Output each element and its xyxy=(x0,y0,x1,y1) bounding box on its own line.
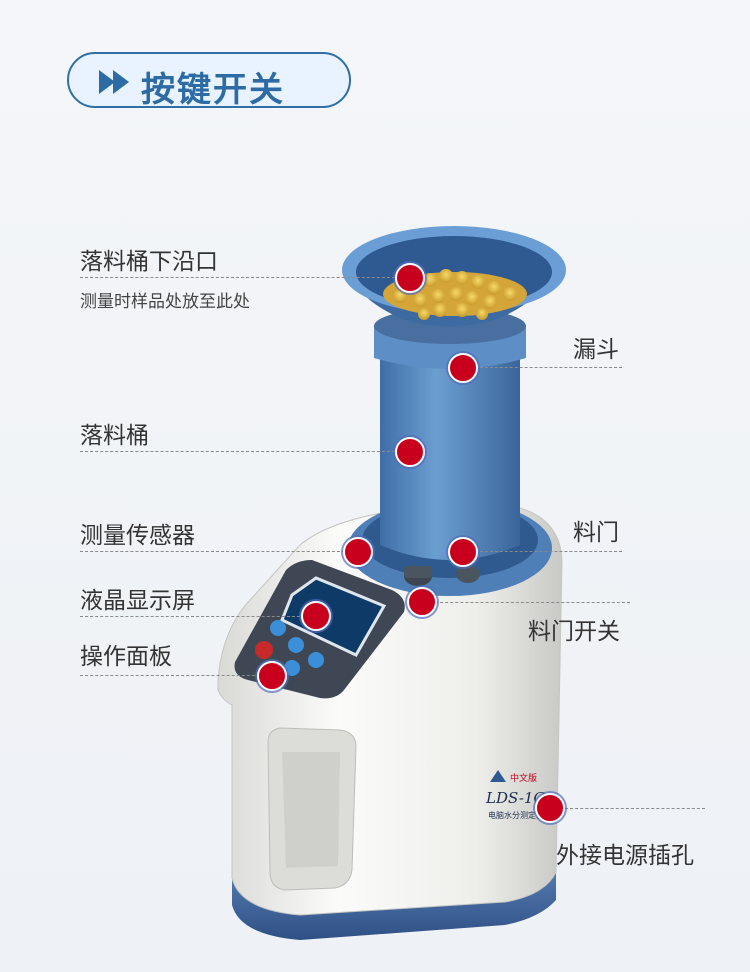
key-down-icon xyxy=(284,660,300,676)
label-gate-switch: 料门开关 xyxy=(528,619,620,645)
leader-gate-switch xyxy=(430,602,630,603)
callout-dot-gate xyxy=(448,537,478,567)
key-right-icon xyxy=(308,652,324,668)
leader-funnel xyxy=(470,367,622,368)
key-menu-icon xyxy=(270,620,286,636)
leader-drop-bucket xyxy=(80,451,400,452)
label-gate: 料门 xyxy=(573,520,619,546)
callout-dot-funnel xyxy=(448,353,478,383)
label-power-socket: 外接电源插孔 xyxy=(556,843,694,869)
sublabel-drop-bucket-rim: 测量时样品处放至此处 xyxy=(80,292,250,312)
drop-bucket-tube xyxy=(380,345,520,560)
product-name-text: 电脑水分测定仪 xyxy=(488,810,544,820)
key-up-icon xyxy=(288,637,304,653)
lcd-screen-shape xyxy=(280,576,387,657)
gate-knob-top xyxy=(404,566,432,578)
label-funnel: 漏斗 xyxy=(573,337,619,363)
callout-dot-drop-bucket-rim xyxy=(395,263,425,293)
callout-dot-gate-switch xyxy=(407,587,437,617)
label-drop-bucket-rim: 落料桶下沿口 xyxy=(80,249,218,275)
model-text: LDS-1G xyxy=(485,789,545,807)
leader-drop-bucket-rim xyxy=(80,277,400,278)
leader-power-socket xyxy=(565,808,705,809)
double-play-arrow-icon xyxy=(99,70,129,94)
callout-dot-lcd-screen xyxy=(301,601,331,631)
power-button-icon xyxy=(255,641,273,659)
leader-lcd-screen xyxy=(80,616,305,617)
brand-text: 中文版 xyxy=(510,772,537,784)
callout-dot-power-socket xyxy=(535,793,565,823)
section-header: 按键开关 xyxy=(67,52,351,110)
leader-measure-sensor xyxy=(80,551,345,552)
handle-inner xyxy=(282,752,340,868)
label-control-panel: 操作面板 xyxy=(80,644,172,670)
label-measure-sensor: 测量传感器 xyxy=(80,523,195,549)
section-title: 按键开关 xyxy=(141,70,285,110)
leader-gate xyxy=(470,551,622,552)
callout-dot-drop-bucket xyxy=(395,437,425,467)
label-lcd-screen: 液晶显示屏 xyxy=(80,588,195,614)
callout-dot-control-panel xyxy=(257,661,287,691)
gate-lever xyxy=(456,565,480,583)
product-label: 中文版 LDS-1G 电脑水分测定仪 xyxy=(485,770,545,820)
callout-dot-measure-sensor xyxy=(343,537,373,567)
label-drop-bucket: 落料桶 xyxy=(80,423,149,449)
leader-control-panel xyxy=(80,675,260,676)
